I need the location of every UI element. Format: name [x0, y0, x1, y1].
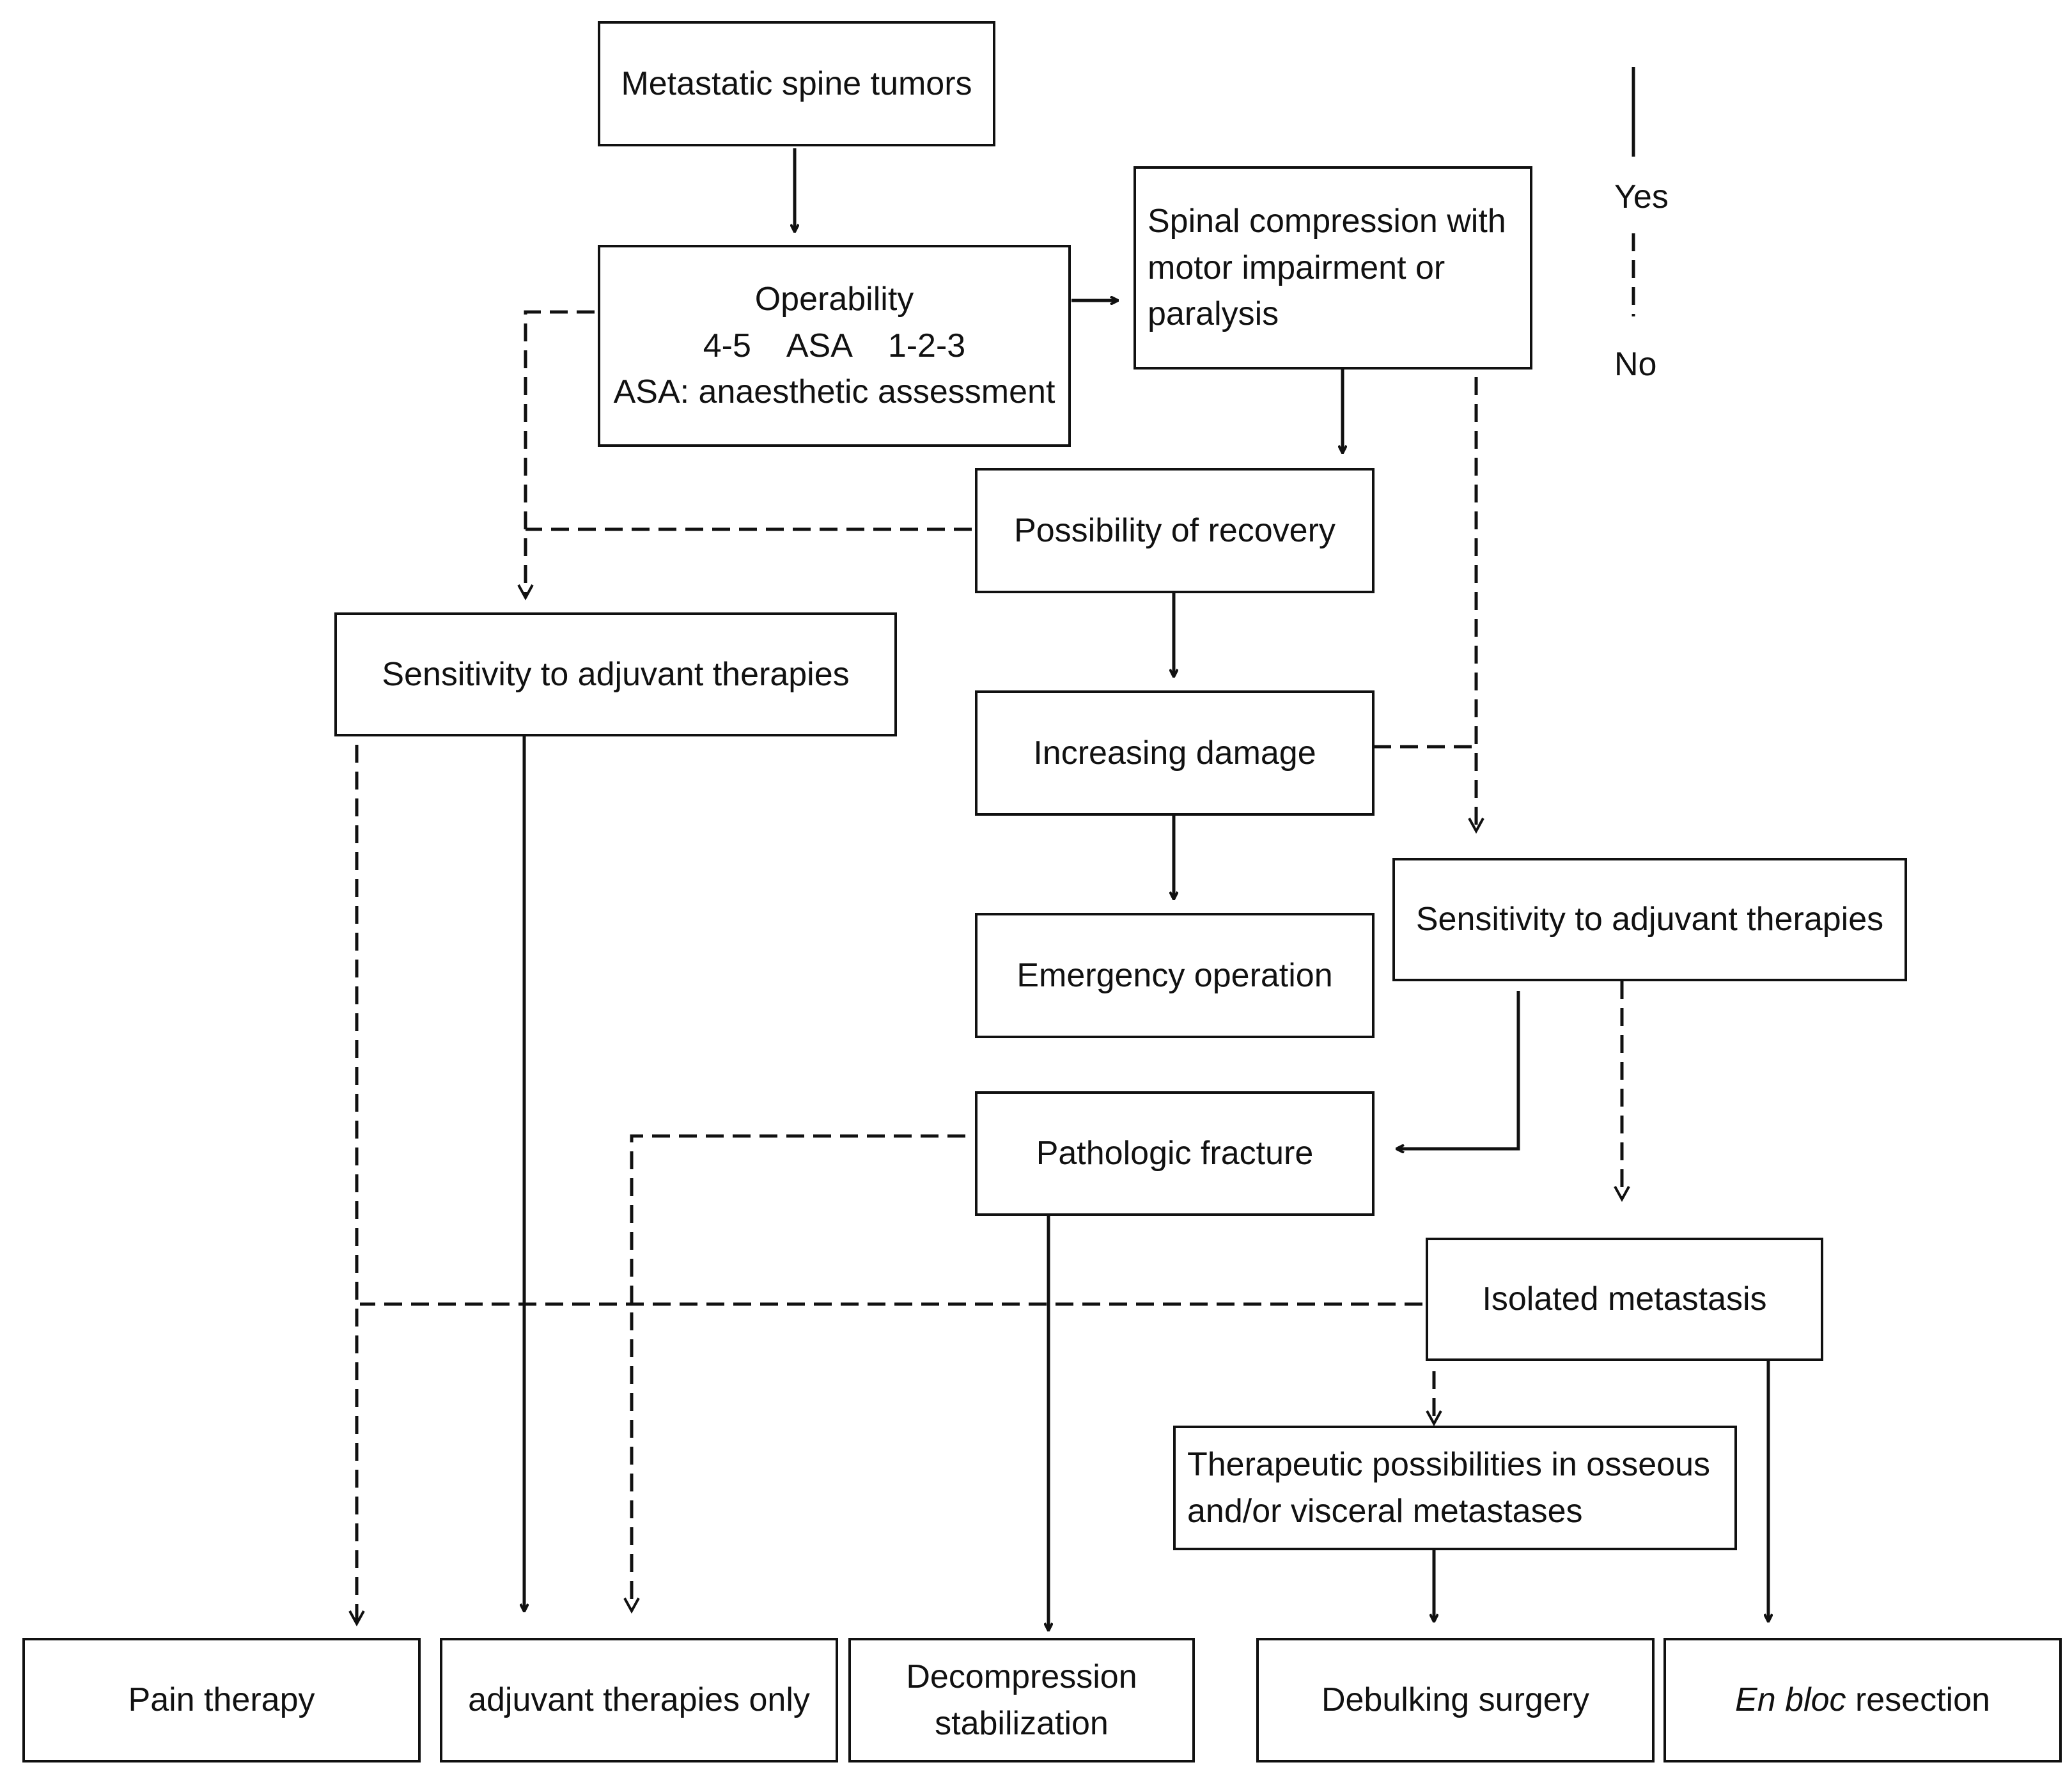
node-emergency-operation: Emergency operation — [975, 913, 1375, 1038]
node-increasing-damage: Increasing damage — [975, 690, 1375, 816]
node-label-line1: Therapeutic possibilities in osseous — [1187, 1445, 1710, 1483]
node-label-line2: 4-5 ASA 1-2-3 — [703, 327, 966, 364]
node-sensitivity-left: Sensitivity to adjuvant therapies — [334, 612, 897, 736]
node-debulking-surgery: Debulking surgery — [1256, 1638, 1655, 1762]
node-pathologic-fracture: Pathologic fracture — [975, 1091, 1375, 1216]
en-bloc-italic: En bloc — [1735, 1681, 1846, 1719]
node-adjuvant-therapies-only: adjuvant therapies only — [440, 1638, 838, 1762]
node-isolated-metastasis: Isolated metastasis — [1426, 1238, 1823, 1361]
legend-yes-label: Yes — [1614, 178, 1669, 215]
node-possibility-of-recovery: Possibility of recovery — [975, 468, 1375, 593]
node-therapeutic-possibilities: Therapeutic possibilities in osseous and… — [1173, 1426, 1737, 1550]
node-label: En bloc resection — [1735, 1677, 1990, 1723]
node-pain-therapy: Pain therapy — [22, 1638, 421, 1762]
node-label: Metastatic spine tumors — [621, 65, 972, 102]
node-label-line2: and/or visceral metastases — [1187, 1492, 1583, 1530]
node-label-line3: ASA: anaesthetic assessment — [613, 373, 1055, 411]
en-bloc-rest: resection — [1846, 1681, 1990, 1719]
edge-sensitivity-right-to-fracture — [1397, 991, 1520, 1149]
node-label-line1: Spinal compression with — [1148, 202, 1506, 240]
node-label: Isolated metastasis — [1482, 1280, 1767, 1318]
node-sensitivity-right: Sensitivity to adjuvant therapies — [1392, 858, 1907, 981]
node-label: Sensitivity to adjuvant therapies — [1415, 901, 1884, 938]
node-label-line1: Decompression — [906, 1658, 1137, 1695]
node-label: Pain therapy — [128, 1681, 315, 1719]
edge-fracture-no-to-adjuvant — [632, 1134, 965, 1611]
legend-no-label: No — [1614, 346, 1657, 383]
node-label: Sensitivity to adjuvant therapies — [382, 655, 850, 693]
node-label: Increasing damage — [1033, 734, 1316, 772]
node-operability: Operability 4-5 ASA 1-2-3 ASA: anaesthet… — [598, 245, 1071, 447]
node-label-line2: stabilization — [935, 1704, 1109, 1742]
node-label: Debulking surgery — [1321, 1681, 1590, 1719]
node-metastatic-spine-tumors: Metastatic spine tumors — [598, 21, 995, 146]
node-label: Possibility of recovery — [1014, 511, 1336, 549]
node-label-line3: paralysis — [1148, 295, 1279, 333]
node-label: Emergency operation — [1017, 956, 1333, 994]
node-label: Pathologic fracture — [1036, 1135, 1314, 1172]
node-label-line1: Operability — [754, 280, 914, 318]
node-spinal-compression: Spinal compression with motor impairment… — [1133, 166, 1532, 370]
node-label-line2: motor impairment or — [1148, 249, 1445, 286]
edge-operability-no-to-sensitivity-left — [526, 310, 595, 598]
node-decompression-stabilization: Decompression stabilization — [848, 1638, 1195, 1762]
node-label: adjuvant therapies only — [468, 1681, 810, 1719]
node-en-bloc-resection: En bloc resection — [1663, 1638, 2062, 1762]
